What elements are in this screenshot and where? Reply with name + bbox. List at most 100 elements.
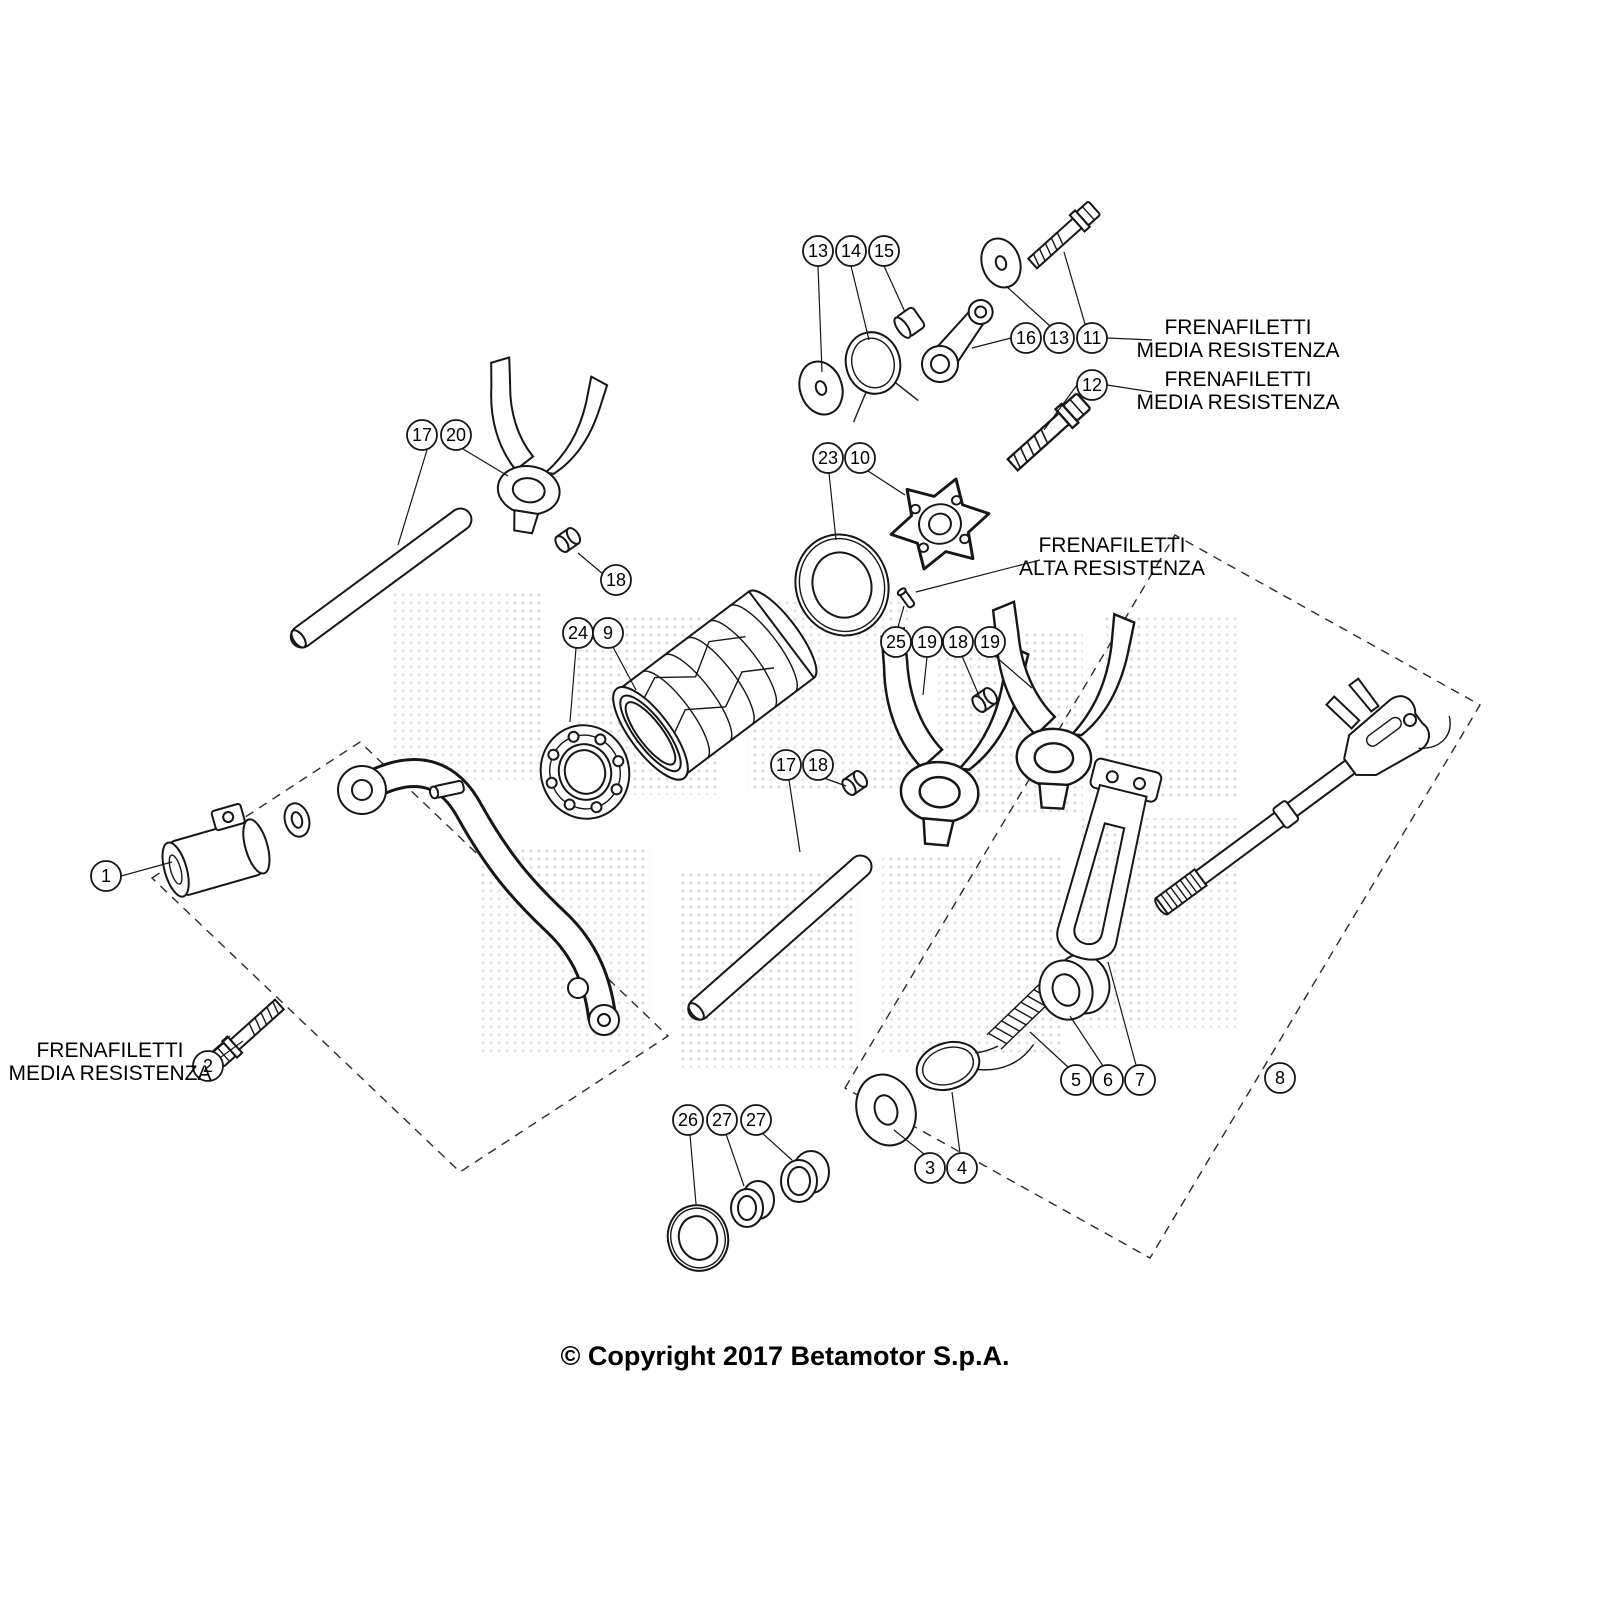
svg-text:6: 6 [1103,1070,1113,1090]
callout-14: 14 [835,235,867,267]
hex-bolt-12 [1003,390,1094,476]
svg-text:18: 18 [606,570,626,590]
leader-lines [120,251,1153,1205]
selector-guide-7 [1056,757,1163,961]
svg-text:15: 15 [874,241,894,261]
washer-3 [855,1073,917,1147]
svg-text:ALTA RESISTENZA: ALTA RESISTENZA [1019,557,1205,580]
svg-text:17: 17 [412,425,432,445]
callout-15: 15 [868,235,900,267]
svg-text:9: 9 [603,623,613,643]
svg-text:4: 4 [957,1158,967,1178]
note-frenafiletti-media-3: FRENAFILETTI MEDIA RESISTENZA [8,1039,211,1085]
svg-text:MEDIA RESISTENZA: MEDIA RESISTENZA [1136,339,1339,362]
svg-text:19: 19 [980,632,1000,652]
callout-6: 6 [1092,1064,1124,1096]
svg-text:FRENAFILETTI: FRENAFILETTI [1038,534,1185,557]
callout-19b: 19 [974,626,1006,658]
callout-5: 5 [1060,1064,1092,1096]
svg-text:MEDIA RESISTENZA: MEDIA RESISTENZA [8,1062,211,1085]
pawl-arm-16 [921,298,994,383]
svg-text:2: 2 [203,1056,213,1076]
note-frenafiletti-media-1: FRENAFILETTI MEDIA RESISTENZA [1136,316,1339,362]
svg-text:3: 3 [925,1158,935,1178]
svg-text:20: 20 [446,425,466,445]
shim-washer-13a [798,360,844,416]
callout-24: 24 [562,617,594,649]
svg-text:7: 7 [1135,1070,1145,1090]
svg-text:13: 13 [808,241,828,261]
callout-12: 12 [1076,369,1108,401]
svg-text:17: 17 [776,755,796,775]
svg-text:FRENAFILETTI: FRENAFILETTI [1164,316,1311,339]
svg-text:18: 18 [948,632,968,652]
svg-text:14: 14 [841,241,861,261]
shift-drum-9 [612,589,818,781]
svg-text:8: 8 [1275,1068,1285,1088]
dashed-box-shaft-group [844,534,1481,1259]
svg-text:24: 24 [568,623,588,643]
svg-text:MEDIA RESISTENZA: MEDIA RESISTENZA [1136,391,1339,414]
svg-text:FRENAFILETTI: FRENAFILETTI [36,1039,183,1062]
svg-text:26: 26 [678,1110,698,1130]
shift-shaft-8 [1154,677,1451,916]
roller-15 [893,306,926,339]
shift-star-cam-10 [889,477,991,571]
svg-text:10: 10 [850,448,870,468]
bearing-ring-26 [666,1204,730,1272]
callout-10: 10 [844,442,876,474]
note-frenafiletti-alta: FRENAFILETTI ALTA RESISTENZA [1019,534,1205,580]
svg-text:11: 11 [1083,328,1102,348]
shift-fork-rod-lower [687,854,873,1021]
dowel-pin-25 [896,587,916,609]
svg-text:27: 27 [712,1110,732,1130]
lever-washer [283,802,311,838]
svg-text:FRENAFILETTI: FRENAFILETTI [1164,368,1311,391]
callout-25: 25 [880,626,912,658]
shift-fork-upper [464,353,610,543]
svg-text:27: 27 [746,1110,766,1130]
shift-fork-rod-upper [289,507,473,649]
lever-bushing-1 [161,803,271,898]
callout-13b: 13 [1043,322,1075,354]
hex-bolt-11 [1024,198,1103,273]
callout-18: 18 [600,564,632,596]
callout-16: 16 [1010,322,1042,354]
callout-2: 2 [192,1050,224,1082]
callout-7: 7 [1124,1064,1156,1096]
callout-3: 3 [914,1152,946,1184]
callout-13: 13 [802,235,834,267]
dashed-box-lever-group [150,741,670,1173]
collar-6 [1038,953,1111,1021]
torsion-spring-14 [844,331,919,423]
callout-23: 23 [812,442,844,474]
callout-18b: 18 [942,626,974,658]
callout-17: 17 [406,419,438,451]
callout-26: 26 [672,1104,704,1136]
svg-text:12: 12 [1082,375,1102,395]
callout-27b: 27 [740,1104,772,1136]
svg-text:19: 19 [917,632,937,652]
hex-bolt-2 [209,995,288,1070]
callout-8: 8 [1264,1062,1296,1094]
svg-text:23: 23 [818,448,838,468]
svg-text:13: 13 [1049,328,1069,348]
callout-19a: 19 [911,626,943,658]
callout-18c: 18 [802,749,834,781]
seal-ring-23 [794,533,890,637]
svg-text:25: 25 [886,632,906,652]
svg-text:16: 16 [1016,328,1036,348]
bushing-27b [780,1150,830,1203]
bushing-27a [730,1180,775,1228]
gear-lever-pedal [337,758,620,1036]
coil-spring-5 [986,982,1055,1050]
svg-text:1: 1 [101,866,111,886]
svg-text:18: 18 [808,755,828,775]
callout-27a: 27 [706,1104,738,1136]
note-frenafiletti-media-2: FRENAFILETTI MEDIA RESISTENZA [1136,368,1339,414]
callout-11: 11 [1076,322,1108,354]
callout-17b: 17 [770,749,802,781]
callout-20: 20 [440,419,472,451]
